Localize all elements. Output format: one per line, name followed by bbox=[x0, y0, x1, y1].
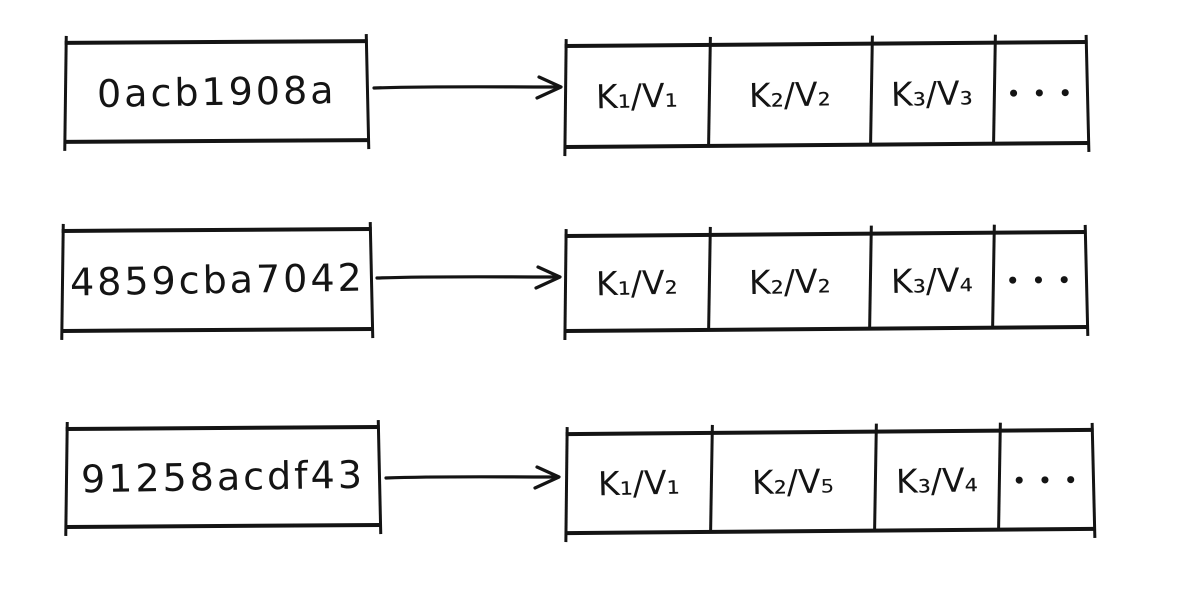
kv-pair-label: K₁/V₂ bbox=[595, 262, 679, 304]
kv-cell: K₂/V₂ bbox=[708, 236, 871, 328]
kv-pair-label: K₁/V₁ bbox=[595, 75, 679, 117]
ellipsis-cell: ••• bbox=[993, 44, 1088, 142]
kv-pair-label: K₂/V₅ bbox=[751, 461, 835, 503]
right-arrow-icon bbox=[372, 75, 563, 100]
kv-cell: K₃/V₄ bbox=[870, 235, 993, 327]
kv-cell: K₁/V₁ bbox=[566, 435, 712, 531]
kv-cell: K₃/V₃ bbox=[871, 45, 995, 143]
kv-cell: K₁/V₁ bbox=[565, 47, 710, 145]
kv-array-box: K₁/V₂ K₂/V₂ K₃/V₄ ••• bbox=[564, 229, 1088, 334]
hash-box: 4859cba7042 bbox=[61, 227, 373, 333]
kv-pair-label: K₂/V₂ bbox=[748, 261, 831, 303]
kv-cell: K₁/V₂ bbox=[565, 237, 709, 329]
ellipsis-cell: ••• bbox=[999, 432, 1095, 528]
ellipsis-label: ••• bbox=[1012, 467, 1091, 493]
kv-pair-label: K₃/V₄ bbox=[895, 460, 979, 502]
kv-cell: K₂/V₅ bbox=[711, 434, 875, 530]
right-arrow-icon bbox=[384, 465, 561, 490]
kv-pair-label: K₁/V₁ bbox=[597, 462, 680, 504]
hash-label: 4859cba7042 bbox=[69, 255, 365, 305]
kv-cell: K₃/V₄ bbox=[874, 433, 999, 529]
hash-label: 0acb1908a bbox=[96, 67, 337, 116]
right-arrow-icon bbox=[375, 265, 562, 290]
ellipsis-cell: ••• bbox=[993, 234, 1088, 326]
kv-pair-label: K₃/V₃ bbox=[891, 73, 974, 115]
kv-cell: K₂/V₂ bbox=[708, 46, 871, 144]
kv-array-box: K₁/V₁ K₂/V₂ K₃/V₃ ••• bbox=[564, 39, 1089, 150]
hash-box: 0acb1908a bbox=[64, 39, 369, 144]
ellipsis-label: ••• bbox=[1007, 80, 1085, 106]
kv-array-box: K₁/V₁ K₂/V₅ K₃/V₄ ••• bbox=[565, 427, 1095, 536]
ellipsis-label: ••• bbox=[1006, 267, 1084, 293]
hash-label: 91258acdf43 bbox=[80, 452, 366, 502]
hash-box: 91258acdf43 bbox=[65, 425, 381, 529]
kv-pair-label: K₂/V₂ bbox=[748, 74, 832, 116]
kv-pair-label: K₃/V₄ bbox=[890, 260, 973, 302]
